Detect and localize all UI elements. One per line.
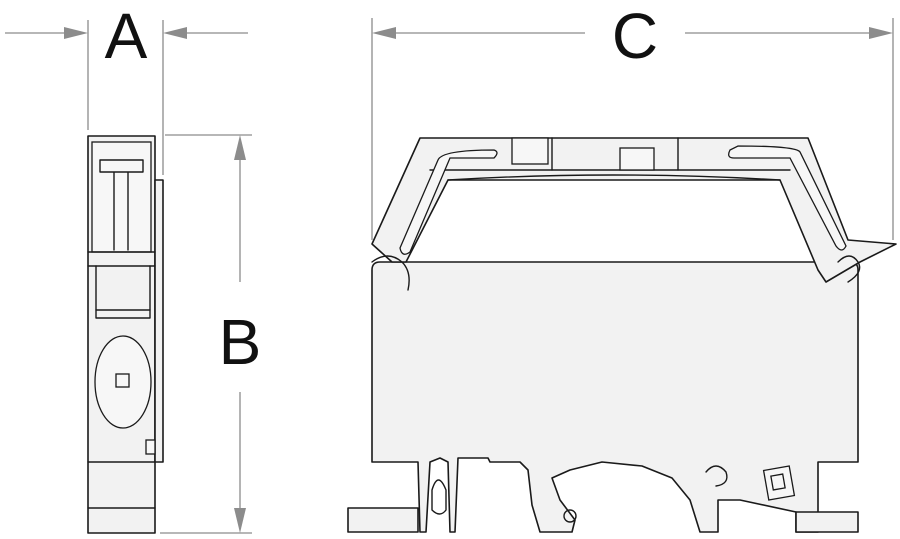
side-view bbox=[87, 135, 164, 534]
arrow-a-left bbox=[64, 27, 88, 39]
arrow-b-top bbox=[234, 135, 246, 160]
front-view-right-foot bbox=[795, 511, 859, 533]
front-view-marker-left bbox=[511, 137, 549, 165]
front-view-clip-right bbox=[705, 465, 728, 487]
front-view-clip-hole bbox=[563, 509, 577, 523]
side-view-flange bbox=[154, 179, 164, 463]
arrow-a-right bbox=[163, 27, 187, 39]
front-view-release-tab-inner bbox=[770, 473, 786, 491]
front-view-arch-inner-line bbox=[447, 174, 781, 181]
front-view-left-foot bbox=[347, 507, 419, 533]
side-view-slot bbox=[95, 265, 151, 319]
front-view-body bbox=[371, 261, 859, 533]
front-view-left-slot bbox=[399, 149, 498, 255]
front-view-right-hook bbox=[837, 255, 861, 283]
side-view-top-frame bbox=[91, 141, 152, 253]
arrow-c-left bbox=[372, 27, 396, 39]
front-view-left-hook bbox=[371, 255, 410, 291]
dimension-c: C bbox=[371, 0, 894, 240]
front-view bbox=[347, 137, 897, 533]
front-view-right-slot bbox=[728, 145, 847, 251]
dimension-label-a: A bbox=[105, 0, 148, 72]
side-view-screw-square bbox=[115, 373, 130, 388]
dimension-label-c: C bbox=[612, 0, 658, 72]
side-view-t-slot bbox=[99, 159, 144, 251]
front-view-clip-left bbox=[431, 479, 447, 515]
front-view-top-arch bbox=[371, 137, 897, 283]
dimension-a: A bbox=[5, 0, 248, 175]
front-view-marker-center bbox=[619, 147, 655, 171]
side-view-tab bbox=[145, 439, 156, 455]
dimension-b: B bbox=[160, 134, 262, 534]
arrow-b-bottom bbox=[234, 508, 246, 533]
dimension-label-b: B bbox=[219, 306, 262, 378]
arrow-c-right bbox=[869, 27, 893, 39]
